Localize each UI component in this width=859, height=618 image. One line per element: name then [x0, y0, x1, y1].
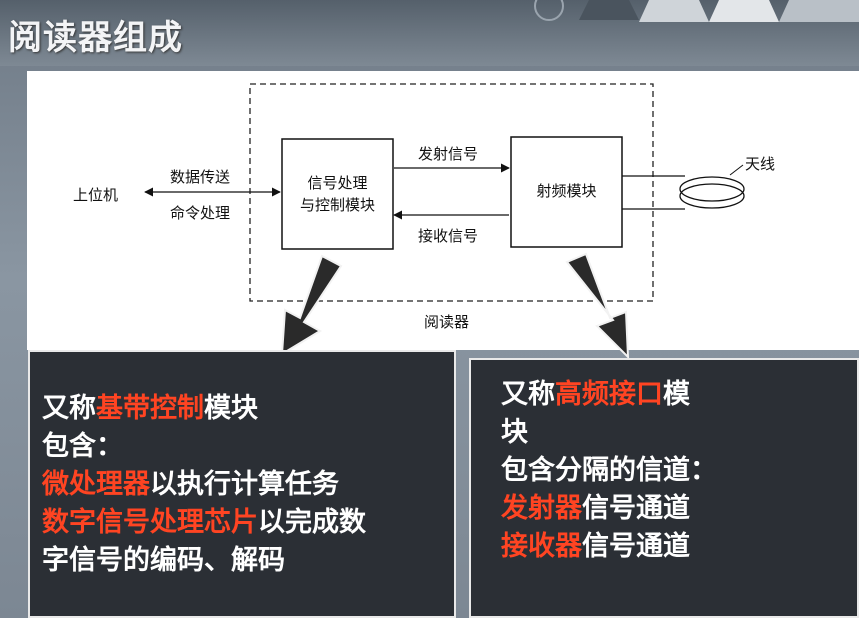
command-processing-label: 命令处理 [170, 204, 231, 222]
antenna-label: 天线 [745, 155, 776, 173]
title-bar [0, 0, 859, 66]
microprocessor-line: 微处理器以执行计算任务 [42, 469, 339, 500]
diagram-graphics [144, 83, 745, 302]
separate-channels-line: 包含分隔的信道： [501, 455, 717, 486]
rf-module-block [510, 136, 623, 248]
rf-alias-line: 又称高频接口模 [501, 379, 690, 410]
baseband-control-panel: 又称基带控制模块 包含： 微处理器以执行计算任务 数字信号处理芯片以完成数 字信… [28, 350, 456, 618]
decorative-gear-pattern [534, 0, 859, 22]
baseband-alias-line: 又称基带控制模块 [42, 393, 258, 424]
page-title: 阅读器组成 [8, 18, 183, 58]
contains-line: 包含： [42, 431, 123, 462]
antenna-coil-icon [679, 176, 745, 209]
rf-module-label: 射频模块 [536, 182, 597, 200]
encoding-decoding-line: 字信号的编码、解码 [42, 545, 285, 576]
dsp-chip-line: 数字信号处理芯片以完成数 [42, 507, 366, 538]
receive-signal-label: 接收信号 [418, 227, 479, 245]
reader-label: 阅读器 [424, 313, 470, 331]
rf-interface-panel: 又称高频接口模 块 包含分隔的信道： 发射器信号通道 接收器信号通道 [469, 358, 859, 618]
signal-control-block [281, 138, 394, 250]
rf-alias-line-cont: 块 [501, 417, 528, 448]
receiver-channel-line: 接收器信号通道 [501, 531, 690, 562]
reader-block-diagram: 上位机 数据传送 命令处理 信号处理 与控制模块 发射信号 接收信号 射频模块 … [27, 71, 859, 350]
host-label: 上位机 [73, 186, 119, 204]
transmit-signal-label: 发射信号 [418, 145, 479, 163]
transmitter-channel-line: 发射器信号通道 [501, 493, 690, 524]
signal-control-block-label: 信号处理 与控制模块 [299, 174, 375, 214]
data-transfer-label: 数据传送 [170, 168, 231, 186]
